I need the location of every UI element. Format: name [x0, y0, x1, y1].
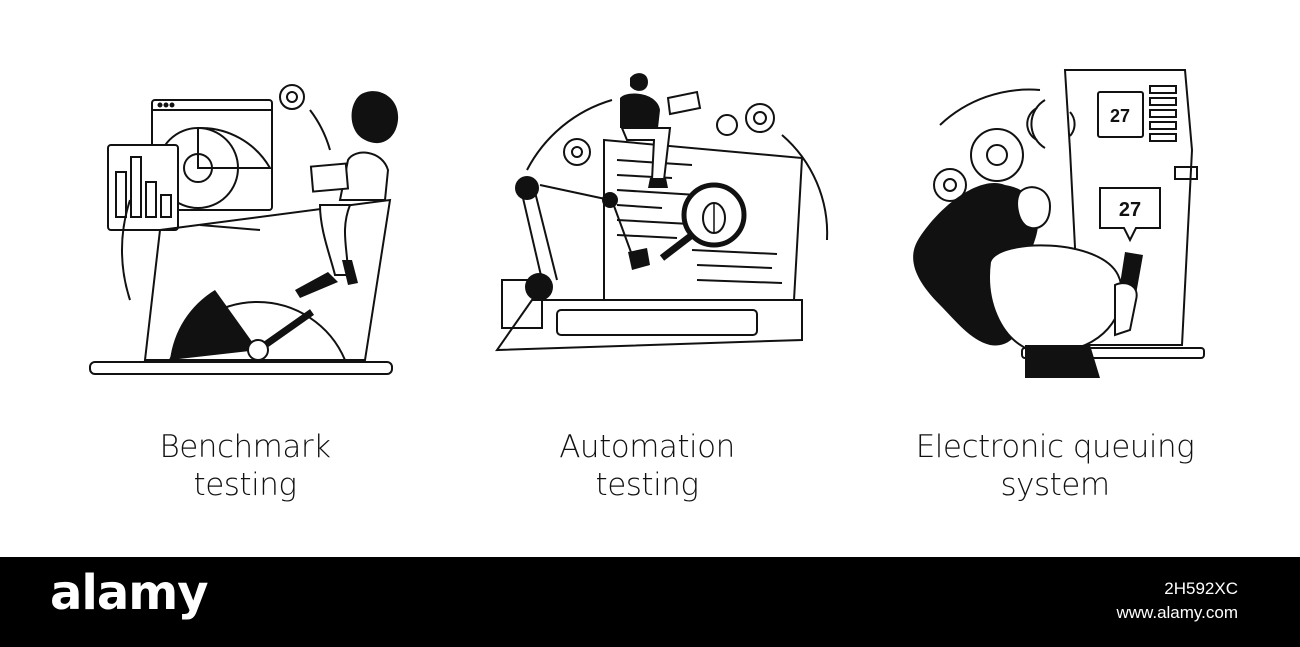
- caption-line: Automation: [559, 429, 735, 465]
- caption-line: system: [1000, 467, 1110, 503]
- caption-line: testing: [193, 467, 297, 503]
- automation-panel: Automation testing: [432, 0, 862, 540]
- benchmark-panel: Benchmark testing: [30, 0, 460, 540]
- automation-caption: Automation testing: [432, 428, 862, 504]
- queuing-caption: Electronic queuing system: [840, 428, 1270, 504]
- queuing-panel: 27 27 Electronic queuing system: [840, 0, 1270, 540]
- watermark-footer: alamy 2H592XC www.alamy.com: [0, 557, 1300, 647]
- image-id: 2H592XC: [1164, 579, 1238, 598]
- site-url[interactable]: www.alamy.com: [1116, 603, 1238, 622]
- benchmark-testing-illustration: [89, 84, 399, 375]
- kiosk-screen-number: 27: [1110, 106, 1130, 126]
- electronic-queuing-illustration: 27 27: [913, 69, 1205, 378]
- alamy-logo[interactable]: alamy: [50, 565, 209, 621]
- caption-line: Benchmark: [159, 429, 331, 465]
- caption-line: testing: [595, 467, 699, 503]
- benchmark-caption: Benchmark testing: [30, 428, 460, 504]
- ticket-number-bubble: 27: [1119, 199, 1141, 221]
- automation-testing-illustration: [495, 73, 829, 352]
- caption-line: Electronic queuing: [915, 429, 1195, 465]
